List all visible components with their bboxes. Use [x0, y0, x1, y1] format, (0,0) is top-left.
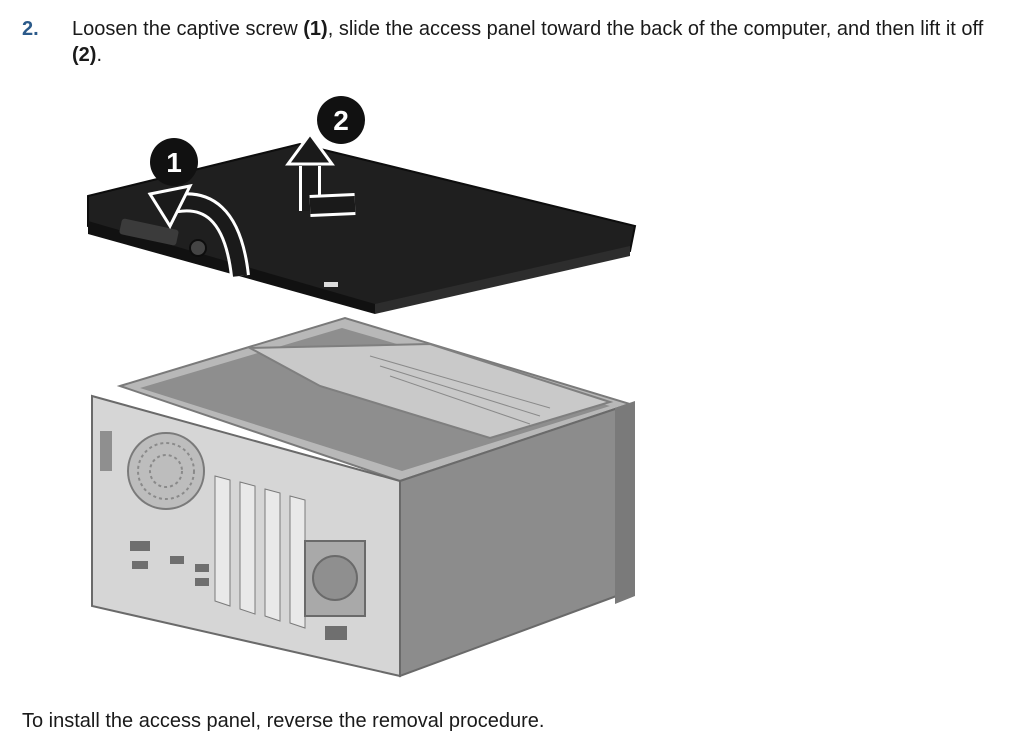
- step-text: Loosen the captive screw (1), slide the …: [72, 16, 1012, 68]
- callout-ref-1: (1): [303, 18, 328, 40]
- computer-chassis: [91, 316, 635, 678]
- step-text-part-1: Loosen the captive screw: [72, 18, 304, 40]
- callout-1: 1: [150, 138, 198, 186]
- step-text-part-3: .: [96, 44, 103, 66]
- install-note: To install the access panel, reverse the…: [22, 710, 545, 732]
- callout-ref-2: (2): [72, 44, 97, 66]
- step-text-part-2: , slide the access panel toward the back…: [327, 18, 984, 40]
- callout-2: 2: [317, 96, 365, 144]
- step-number: 2.: [22, 18, 39, 40]
- lift-arrow-icon: [285, 131, 356, 217]
- callout-1-label: 1: [166, 147, 182, 178]
- access-panel-removal-illustration: 1 2: [70, 86, 650, 691]
- step-instruction: 2. Loosen the captive screw (1), slide t…: [22, 16, 1012, 68]
- callout-2-label: 2: [333, 105, 349, 136]
- rotate-arrow-icon: [147, 183, 250, 278]
